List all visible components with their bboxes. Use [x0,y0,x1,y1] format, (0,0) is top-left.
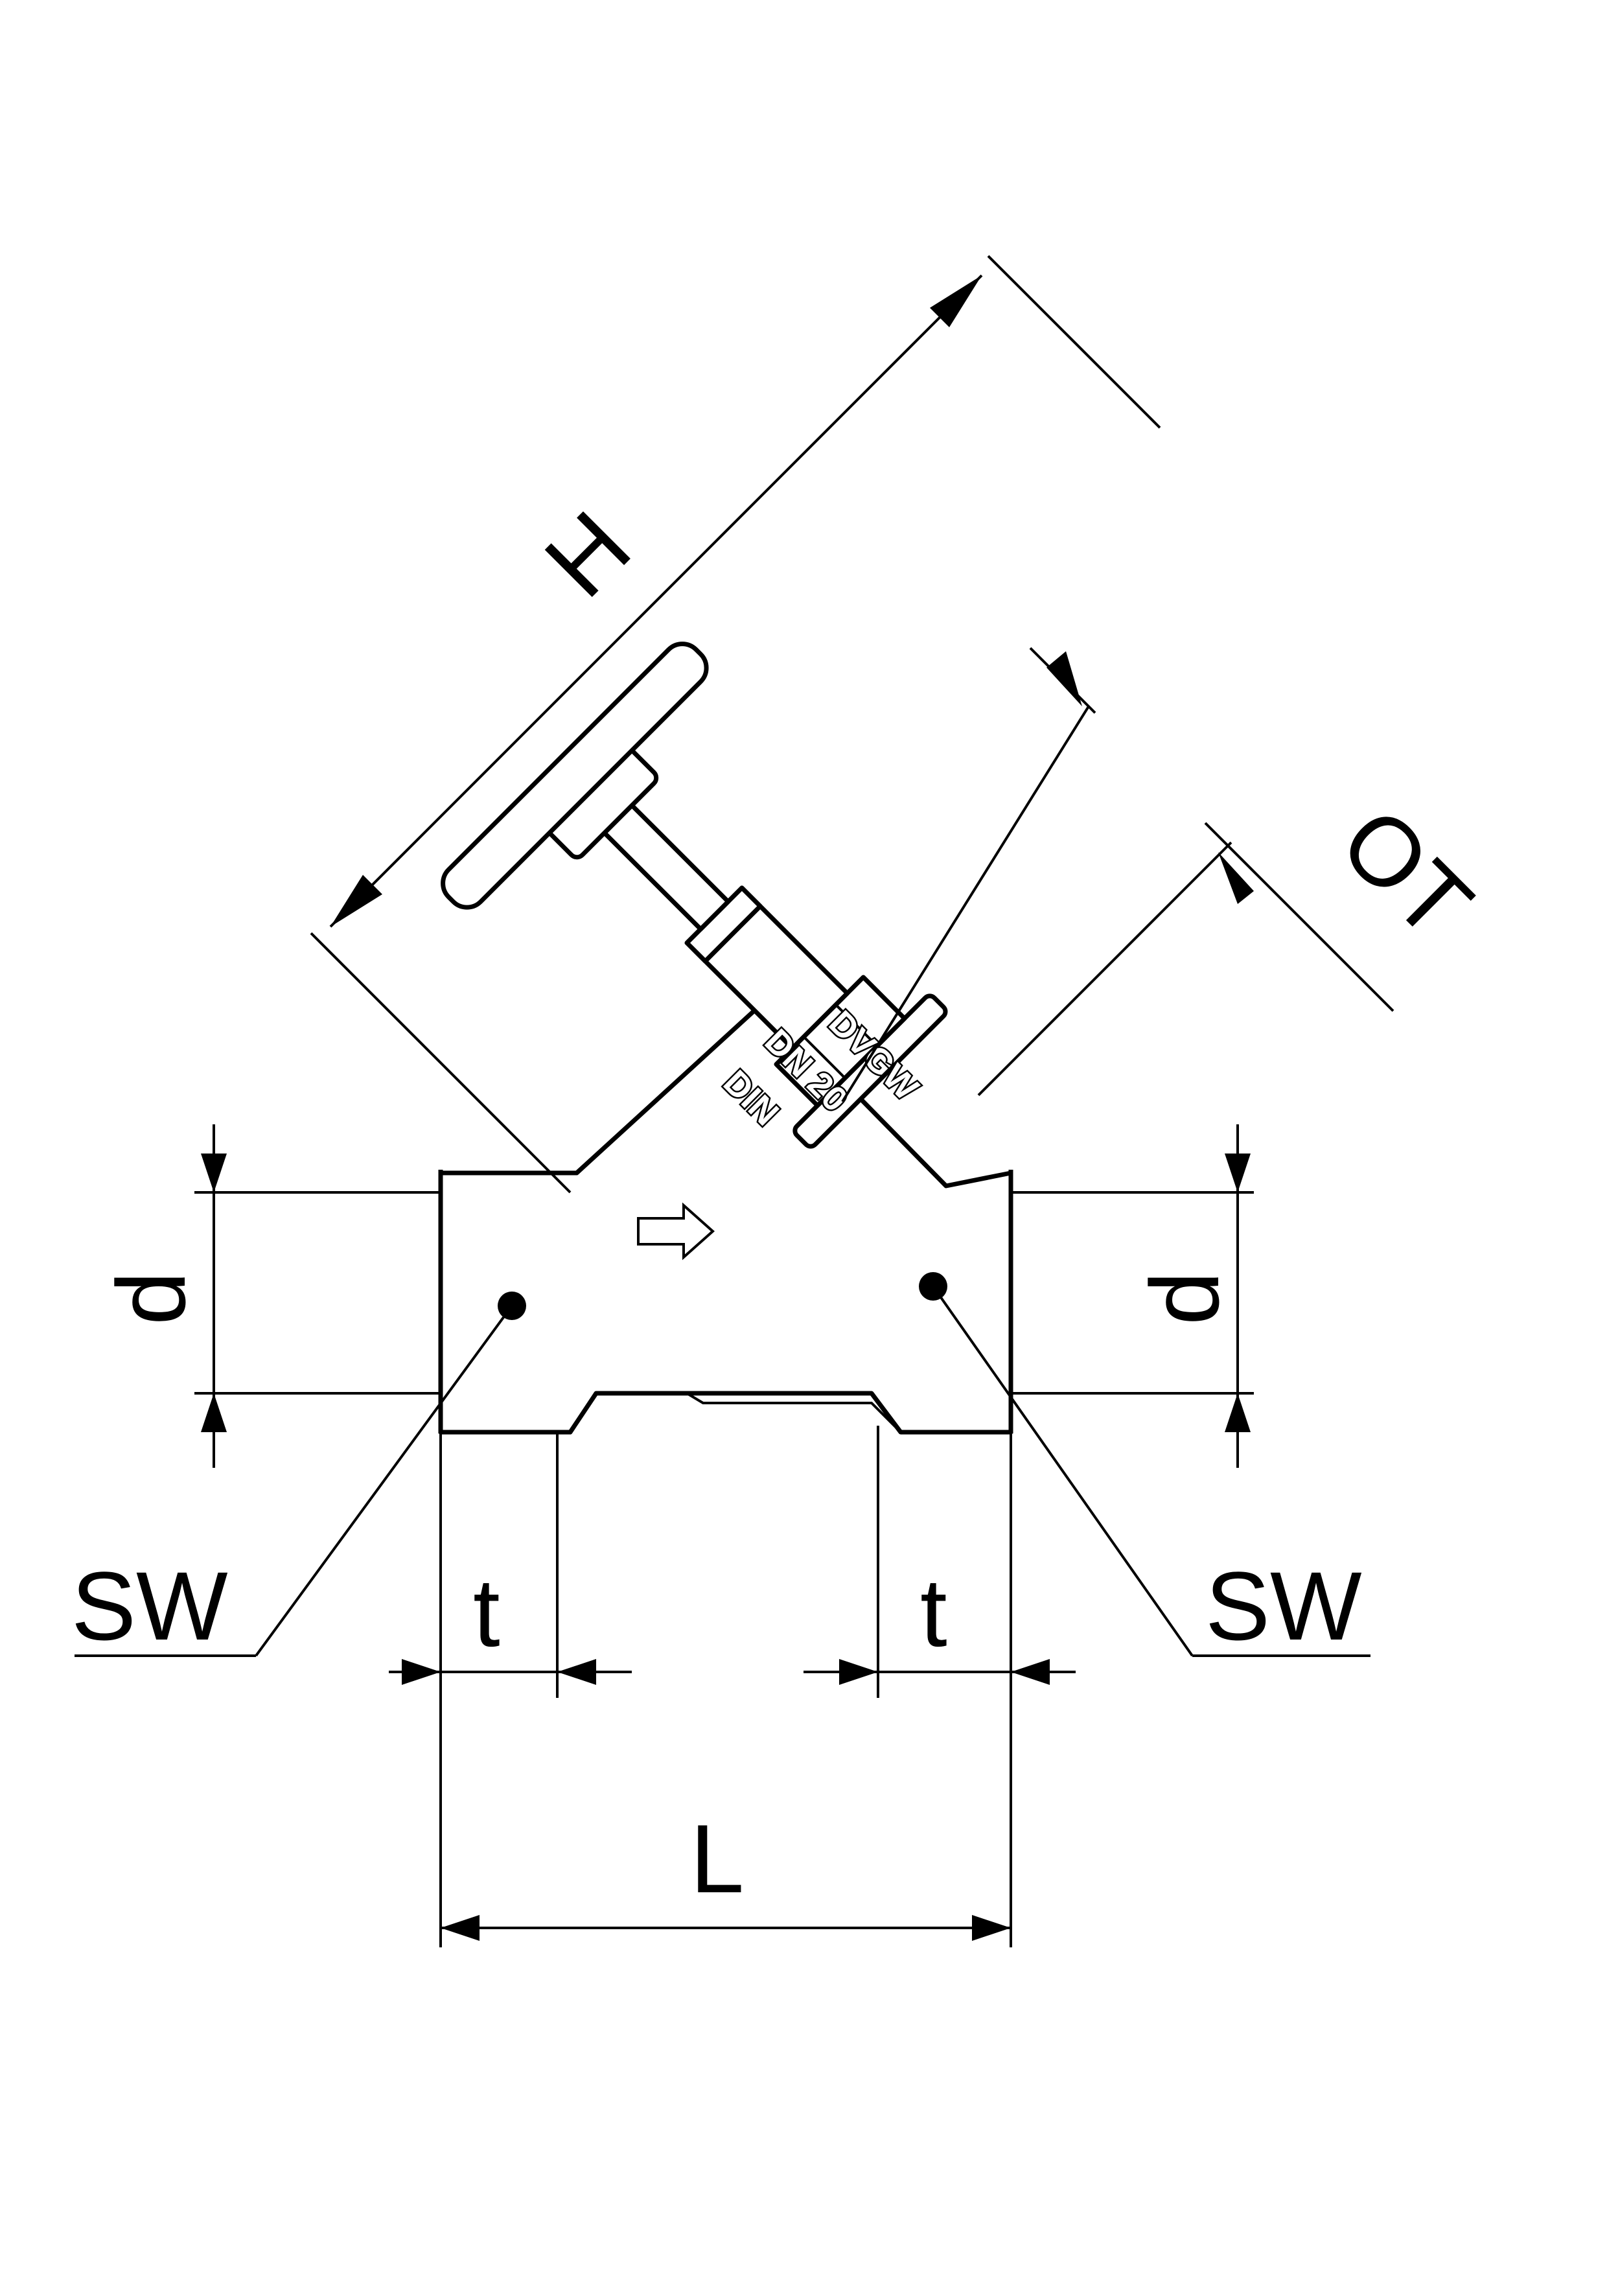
valve-body [438,999,1013,1435]
dimension-label-l: L [690,1804,744,1913]
dimension-d-right [1011,1124,1254,1468]
dimension-label-d-left: d [97,1271,205,1325]
leader-sw-right [919,1272,1370,1657]
dimension-label-sw-right: SW [1205,1551,1362,1660]
bonnet-assembly [441,642,948,1149]
flow-direction-icon [637,1202,715,1260]
dimension-label-h: H [524,491,651,617]
dimension-label-t-left: t [473,1558,500,1667]
leader-sw-left [75,1292,526,1657]
dimension-ot [841,647,1394,1103]
dimension-l [439,1698,1012,1947]
dimension-t-right [804,1426,1076,1698]
dimension-t-left [389,1432,632,1698]
dimension-d-left [194,1124,441,1468]
dimension-label-sw-left: SW [71,1551,228,1660]
dimension-label-ot: OT [1320,787,1492,959]
dimension-label-t-right: t [920,1558,947,1667]
dimension-h [310,255,1161,1194]
dimension-label-d-right: d [1130,1271,1239,1325]
